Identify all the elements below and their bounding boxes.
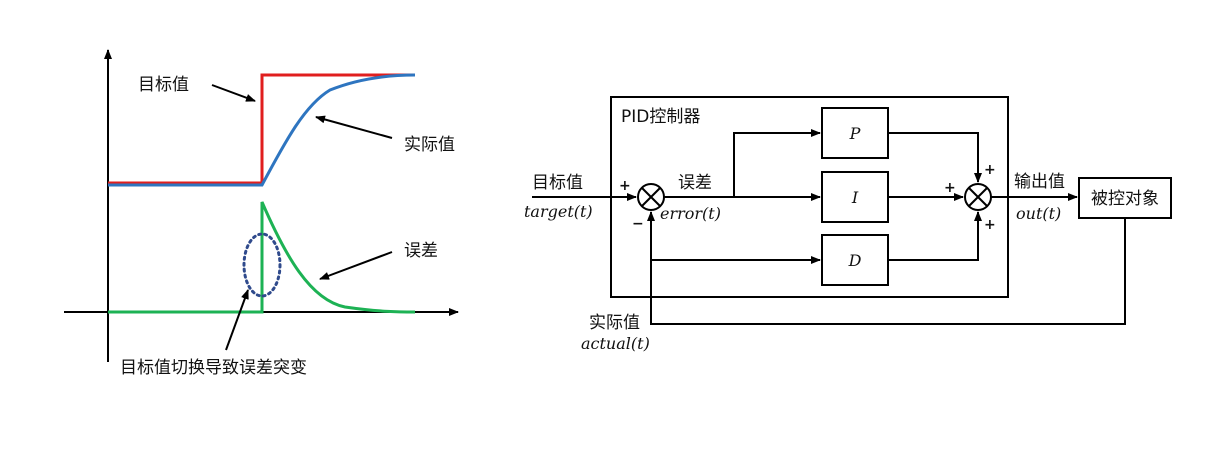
sum2-plus-bottom: + <box>984 217 996 233</box>
feedback-label: 实际值 <box>589 313 640 333</box>
error-math: error(t) <box>660 204 721 223</box>
d-output-arrow <box>888 211 982 261</box>
sum2-plus-top: + <box>984 162 996 178</box>
sum1-plus-sign: + <box>619 178 631 194</box>
d-block <box>821 234 889 286</box>
error-label: 误差 <box>678 173 712 193</box>
input-math: target(t) <box>524 202 593 221</box>
controller-title: PID控制器 <box>621 107 700 127</box>
actual-curve <box>108 73 416 187</box>
target-label: 目标值 <box>138 75 189 95</box>
input-label: 目标值 <box>532 173 583 193</box>
output-math: out(t) <box>1016 204 1061 223</box>
sum1-minus-sign: − <box>632 216 644 232</box>
feedback-arrow <box>647 211 1126 325</box>
error-pointer-arrow <box>319 251 393 280</box>
feedback-math: actual(t) <box>581 334 650 353</box>
actual-label: 实际值 <box>404 135 455 155</box>
spike-pointer-arrow <box>225 289 249 351</box>
d-block-label: D <box>848 251 862 270</box>
target-pointer-arrow <box>211 84 256 102</box>
summing-junction-output <box>964 183 992 211</box>
pid-block-diagram: PID控制器 目标值 target(t) + − 误差 error(t) P I… <box>524 96 1172 353</box>
target-curve <box>108 73 415 185</box>
i-block-label: I <box>851 188 859 207</box>
spike-highlight <box>242 232 282 298</box>
actual-pointer-arrow <box>315 115 393 139</box>
plant-label: 被控对象 <box>1091 189 1159 209</box>
sum2-plus-left: + <box>944 180 956 196</box>
error-label: 误差 <box>404 241 438 261</box>
response-plot: 目标值 实际值 误差 目标值切换导致误差突变 <box>64 49 459 378</box>
p-block-label: P <box>849 124 861 143</box>
error-to-p-arrow <box>733 129 821 197</box>
i-block <box>821 171 889 223</box>
p-output-arrow <box>888 132 982 183</box>
error-curve <box>108 201 416 314</box>
spike-caption: 目标值切换导致误差突变 <box>120 358 307 378</box>
output-label: 输出值 <box>1014 172 1065 192</box>
